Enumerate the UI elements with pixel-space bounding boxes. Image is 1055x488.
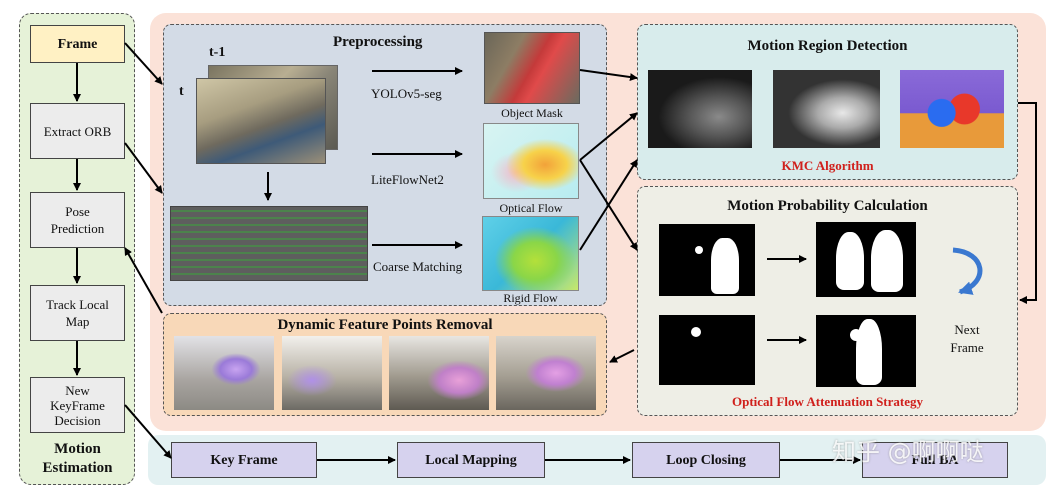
rigid-flow-image xyxy=(482,216,579,291)
yolo-label: YOLOv5-seg xyxy=(371,86,442,101)
next-frame-loop-arrow xyxy=(952,247,983,295)
liteflownet-label: LiteFlowNet2 xyxy=(371,172,444,187)
dynamic-removal-title: Dynamic Feature Points Removal xyxy=(277,317,493,333)
pose-prediction-line2: Prediction xyxy=(50,221,105,236)
arrow-orb-to-preprocessing xyxy=(124,142,163,194)
optical-flow-label: Optical Flow xyxy=(499,201,563,215)
new-keyframe-line1: New xyxy=(65,382,90,398)
kmc-algorithm-label: KMC Algorithm xyxy=(781,158,874,173)
preprocessing-title: Preprocessing xyxy=(333,34,423,50)
frame-box: Frame xyxy=(30,25,125,63)
local-mapping-box: Local Mapping xyxy=(397,442,545,478)
region-depth-image-1 xyxy=(648,70,752,148)
removal-image-4 xyxy=(496,336,596,410)
optical-flow-image xyxy=(483,123,579,199)
coarse-matching-image xyxy=(170,206,368,281)
arrow-region-to-probability xyxy=(1018,102,1037,304)
arrow-removal-to-pose xyxy=(124,247,163,314)
motion-region-title: Motion Region Detection xyxy=(747,38,908,54)
region-cluster-image xyxy=(900,70,1004,148)
frame-t-image xyxy=(196,78,326,164)
region-depth-image-2 xyxy=(773,70,880,148)
pose-prediction-box: Pose Prediction xyxy=(30,192,125,248)
label-t-minus-1: t-1 xyxy=(209,45,226,60)
track-local-map-line1: Track Local xyxy=(46,297,109,312)
next-frame-line2: Frame xyxy=(950,340,984,355)
coarse-matching-label: Coarse Matching xyxy=(373,259,463,274)
prob-mask-small-2 xyxy=(659,315,755,385)
arrow-frame-to-preprocessing xyxy=(124,42,163,85)
optical-flow-attenuation-label: Optical Flow Attenuation Strategy xyxy=(731,394,923,409)
track-local-map-line2: Map xyxy=(65,314,90,329)
removal-image-3 xyxy=(389,336,489,410)
prob-mask-large-2 xyxy=(816,315,916,387)
removal-image-2 xyxy=(282,336,382,410)
object-mask-label: Object Mask xyxy=(501,106,563,120)
pose-prediction-line1: Pose xyxy=(65,204,90,219)
loop-closing-box: Loop Closing xyxy=(632,442,780,478)
object-mask-image xyxy=(484,32,580,104)
full-ba-box: Full BA xyxy=(862,442,1008,478)
track-local-map-box: Track Local Map xyxy=(30,285,125,341)
motion-estimation-title-1: Motion xyxy=(54,441,101,457)
arrow-mask-to-region xyxy=(579,69,638,81)
motion-estimation-title-2: Estimation xyxy=(42,460,113,476)
rigid-flow-label: Rigid Flow xyxy=(503,291,558,305)
arrow-probability-to-removal xyxy=(609,349,635,363)
extract-orb-box: Extract ORB xyxy=(30,103,125,159)
arrow-rigid-to-region xyxy=(579,159,638,251)
watermark: 知乎 @啊啊哒 xyxy=(832,438,984,466)
new-keyframe-line3: Decision xyxy=(54,412,101,428)
arrow-opticalflow-to-region xyxy=(579,112,638,161)
new-keyframe-line2: KeyFrame xyxy=(50,397,105,413)
motion-probability-title: Motion Probability Calculation xyxy=(727,198,928,214)
next-frame-line1: Next xyxy=(954,322,980,337)
removal-image-1 xyxy=(174,336,274,410)
prob-mask-large-1 xyxy=(816,222,916,297)
label-t: t xyxy=(179,84,184,99)
key-frame-box: Key Frame xyxy=(171,442,317,478)
prob-mask-small-1 xyxy=(659,224,755,296)
new-keyframe-decision-box: New KeyFrame Decision xyxy=(30,377,125,433)
arrow-newkf-to-keyframe xyxy=(124,404,172,459)
